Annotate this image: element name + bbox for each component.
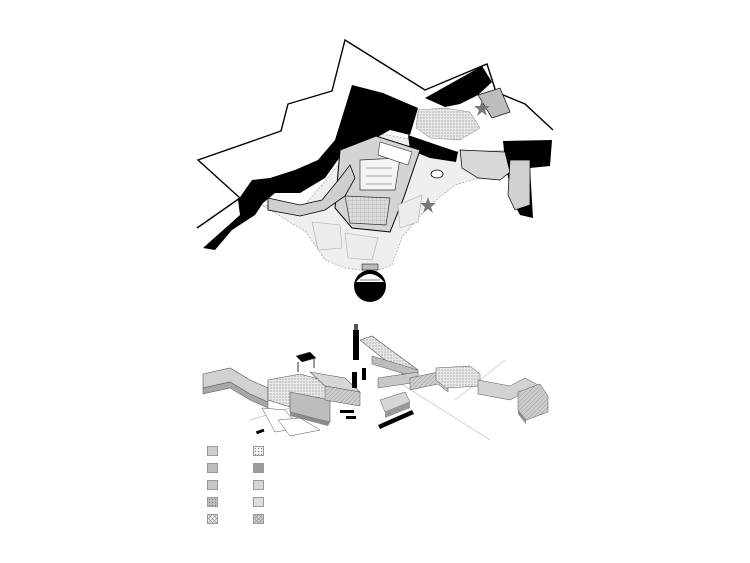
material-legend bbox=[207, 446, 269, 528]
axo-west-wing bbox=[202, 367, 269, 409]
bastion-wall-west bbox=[203, 85, 418, 250]
plan-star-marker-2 bbox=[474, 100, 490, 116]
legend-swatch-3 bbox=[207, 463, 218, 473]
legend-swatch-5 bbox=[207, 480, 218, 490]
ground-line-1 bbox=[391, 377, 491, 441]
north-block-rooms bbox=[477, 87, 511, 119]
east-wing-rooms bbox=[459, 149, 511, 181]
north-garden bbox=[415, 107, 481, 141]
west-wing-rooms bbox=[267, 164, 356, 217]
axo-small-bar bbox=[255, 428, 265, 435]
legend-swatch-10 bbox=[253, 514, 264, 524]
garden-patch-1 bbox=[311, 221, 343, 251]
curtain-wall-center bbox=[408, 135, 458, 162]
bastion-wall-north bbox=[425, 66, 492, 107]
round-tower bbox=[354, 270, 386, 302]
east-tower-rooms bbox=[507, 159, 531, 211]
axo-footprint-2 bbox=[277, 417, 321, 437]
legend-swatch-9 bbox=[207, 514, 218, 524]
axo-main-block bbox=[267, 371, 361, 426]
axo-front-block bbox=[378, 391, 414, 429]
legend-swatch-8 bbox=[253, 497, 264, 507]
legend-swatch-6 bbox=[253, 480, 264, 490]
fountain bbox=[430, 169, 444, 179]
legend-swatch-7 bbox=[207, 497, 218, 507]
site-plan bbox=[196, 38, 554, 302]
legend-swatch-1 bbox=[207, 446, 218, 456]
axo-courtyard-building bbox=[352, 324, 419, 389]
plan-star-marker bbox=[420, 197, 436, 213]
axonometric-view bbox=[202, 324, 549, 441]
tower-link bbox=[361, 263, 379, 271]
axo-pavilion-1 bbox=[295, 351, 317, 363]
axo-black-bar bbox=[378, 410, 414, 429]
legend-swatch-2 bbox=[253, 446, 264, 456]
legend-swatch-4 bbox=[253, 463, 264, 473]
garden-patch-3 bbox=[397, 194, 423, 229]
axo-tower bbox=[353, 330, 359, 360]
axo-east-chain bbox=[409, 365, 549, 424]
axo-column bbox=[352, 372, 357, 388]
garden-patch-2 bbox=[344, 232, 379, 261]
